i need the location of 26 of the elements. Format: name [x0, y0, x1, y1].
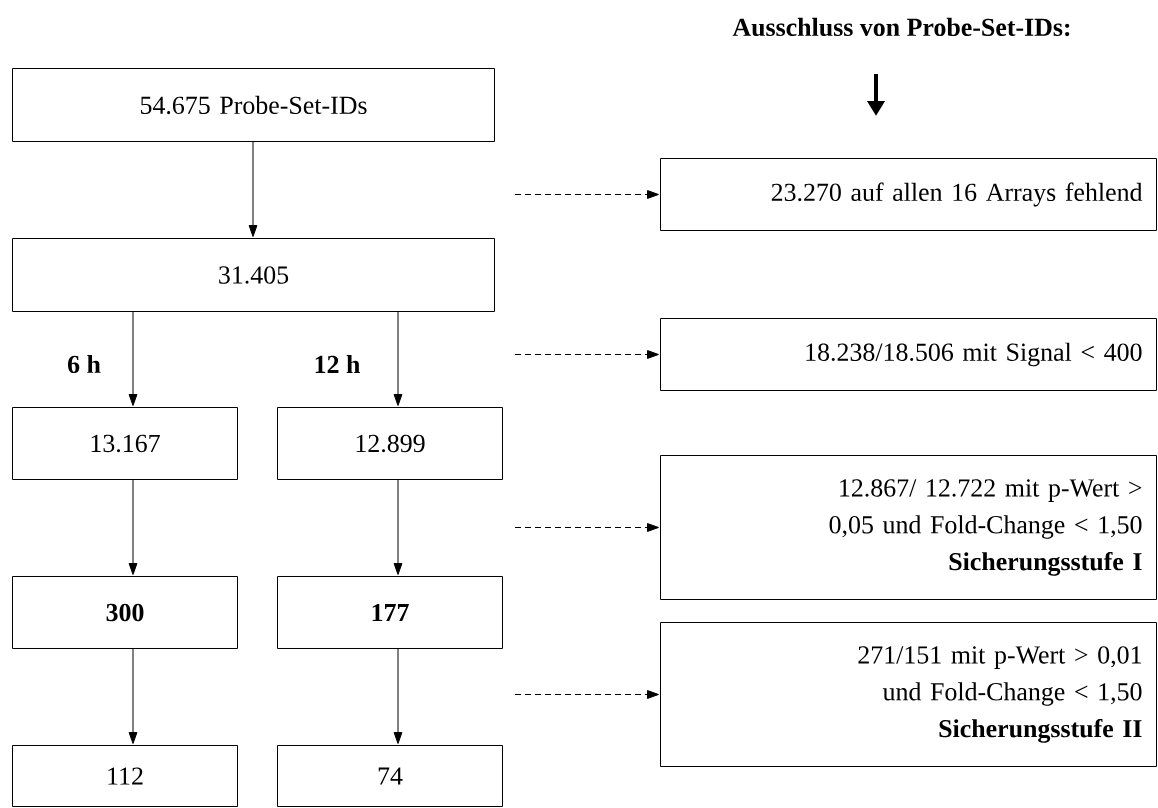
title: Ausschluss von Probe-Set-IDs:: [732, 17, 1070, 37]
count-box: 300: [12, 576, 238, 649]
filter-box: 23.270 auf allen 16 Arrays fehlend: [660, 158, 1157, 231]
arrow: [248, 141, 258, 237]
arrow: [514, 350, 659, 359]
filter-box: 12.867/ 12.722 mit p-Wert > 0,05 und Fold-Change < 1,50 Sicherungsstufe I: [660, 455, 1157, 600]
filter-box: 271/151 mit p-Wert > 0,01 und Fold-Change < 1,50 Sicherungsstufe II: [660, 622, 1157, 767]
arrow: [393, 479, 403, 575]
count-box: 177: [277, 576, 503, 649]
count-box: 74: [277, 745, 503, 807]
filter-box: 18.238/18.506 mit Signal < 400: [660, 318, 1157, 391]
count-box: 112: [12, 745, 238, 807]
arrow: [393, 648, 403, 744]
arrow: [514, 523, 659, 532]
arrow: [514, 690, 659, 699]
count-box: 31.405: [12, 238, 495, 312]
count-box: 13.167: [12, 407, 238, 480]
edge-label: 12 h: [312, 354, 362, 374]
count-box: 12.899: [277, 407, 503, 480]
arrow: [128, 479, 138, 575]
arrow: [393, 311, 403, 406]
count-box: 54.675 Probe-Set-IDs: [12, 68, 495, 142]
edge-label: 6 h: [66, 353, 102, 375]
arrow: [514, 190, 659, 199]
arrow: [128, 311, 138, 406]
arrow: [128, 648, 138, 744]
